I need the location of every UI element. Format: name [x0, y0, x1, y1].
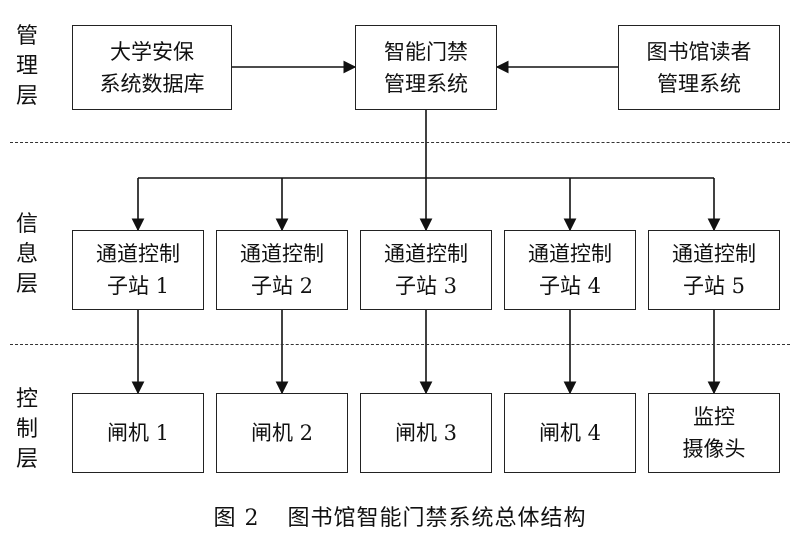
separator-information-control [10, 344, 790, 345]
layer-label-management: 管 理 层 [15, 24, 38, 109]
surveillance-camera-box: 监控 摄像头 [648, 393, 780, 473]
substation-2-box: 通道控制 子站 2 [216, 230, 348, 310]
substation-1-box: 通道控制 子站 1 [72, 230, 204, 310]
security-database-box: 大学安保 系统数据库 [72, 25, 232, 110]
reader-management-system-box: 图书馆读者 管理系统 [618, 25, 780, 110]
layer-label-information: 信 息 层 [15, 212, 38, 297]
figure-number: 图 2 [213, 506, 260, 531]
figure-caption: 图 2 图书馆智能门禁系统总体结构 [0, 500, 800, 532]
substation-4-box: 通道控制 子站 4 [504, 230, 636, 310]
gate-1-box: 闸机 1 [72, 393, 204, 473]
gate-2-box: 闸机 2 [216, 393, 348, 473]
figure-title: 图书馆智能门禁系统总体结构 [287, 506, 587, 531]
access-control-system-box: 智能门禁 管理系统 [355, 25, 497, 110]
gate-3-box: 闸机 3 [360, 393, 492, 473]
separator-management-information [10, 142, 790, 143]
layer-label-control: 控 制 层 [15, 387, 38, 472]
substation-3-box: 通道控制 子站 3 [360, 230, 492, 310]
substation-5-box: 通道控制 子站 5 [648, 230, 780, 310]
gate-4-box: 闸机 4 [504, 393, 636, 473]
